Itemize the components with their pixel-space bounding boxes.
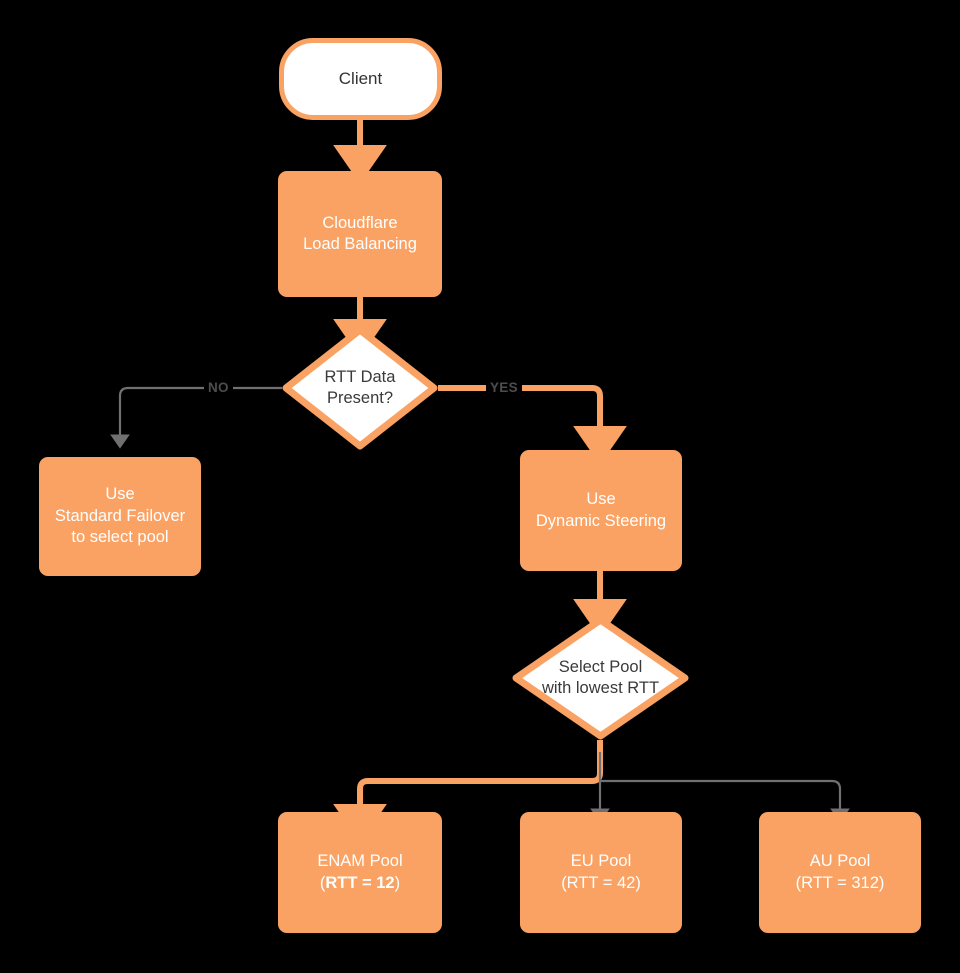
- edge-label-yes: YES: [486, 380, 522, 395]
- label-line-2: Load Balancing: [303, 235, 417, 253]
- label-line-1: EU Pool: [570, 852, 632, 871]
- node-select-pool-decision[interactable]: Select Pool with lowest RTT: [512, 616, 689, 740]
- node-rtt-data-present-decision[interactable]: RTT Data Present?: [282, 326, 438, 450]
- label-line-1: Use: [105, 485, 135, 504]
- label-line-2: (RTT = 12): [317, 873, 402, 894]
- node-au-pool-label: AU Pool (RTT = 312): [796, 851, 885, 894]
- label-line-1: Use: [586, 490, 616, 509]
- label-line-2: Dynamic Steering: [535, 511, 667, 530]
- node-dynamic-steering[interactable]: Use Dynamic Steering: [520, 450, 682, 571]
- node-eu-pool-label: EU Pool (RTT = 42): [561, 851, 641, 894]
- node-rtt-data-present-label: RTT Data Present?: [325, 367, 396, 410]
- node-dynamic-steering-label: Use Dynamic Steering: [536, 489, 666, 532]
- label-line-1: ENAM Pool: [317, 852, 403, 871]
- node-client[interactable]: Client: [279, 38, 442, 120]
- edge-label-no: NO: [204, 380, 233, 395]
- node-cloudflare-load-balancing[interactable]: Cloudflare Load Balancing: [278, 171, 442, 297]
- node-standard-failover[interactable]: Use Standard Failover to select pool: [39, 457, 201, 576]
- node-au-pool[interactable]: AU Pool (RTT = 312): [759, 812, 921, 933]
- label-line-1: Select Pool: [558, 657, 643, 676]
- label-line-1: Cloudflare: [322, 213, 398, 232]
- edge-yes-to-dynamic-steering: [438, 385, 627, 465]
- node-client-label: Client: [338, 68, 383, 88]
- label-line-2: (RTT = 312): [795, 873, 885, 892]
- diamond-shape: [282, 326, 438, 450]
- node-eu-pool[interactable]: EU Pool (RTT = 42): [520, 812, 682, 933]
- paren-close: ): [394, 873, 401, 892]
- node-enam-pool[interactable]: ENAM Pool (RTT = 12): [278, 812, 442, 933]
- edge-no-to-standard-failover: [110, 386, 282, 449]
- node-enam-pool-label: ENAM Pool (RTT = 12): [317, 851, 402, 894]
- label-line-2: Present?: [326, 389, 394, 407]
- enam-rtt-value: RTT = 12: [325, 873, 395, 892]
- label-line-2: with lowest RTT: [541, 679, 660, 697]
- edge-selectpool-to-au: [600, 779, 850, 823]
- label-line-1: RTT Data: [324, 367, 396, 386]
- node-cloudflare-load-balancing-label: Cloudflare Load Balancing: [303, 213, 417, 256]
- edge-selectpool-to-enam: [333, 740, 603, 843]
- label-line-1: AU Pool: [809, 852, 871, 871]
- node-select-pool-label: Select Pool with lowest RTT: [542, 657, 659, 700]
- diamond-shape: [512, 616, 689, 740]
- label-line-3: to select pool: [71, 528, 169, 547]
- label-line-2: (RTT = 42): [561, 873, 641, 892]
- label-line-2: Standard Failover: [54, 506, 186, 525]
- paren-open: (: [319, 873, 326, 892]
- node-standard-failover-label: Use Standard Failover to select pool: [55, 484, 185, 548]
